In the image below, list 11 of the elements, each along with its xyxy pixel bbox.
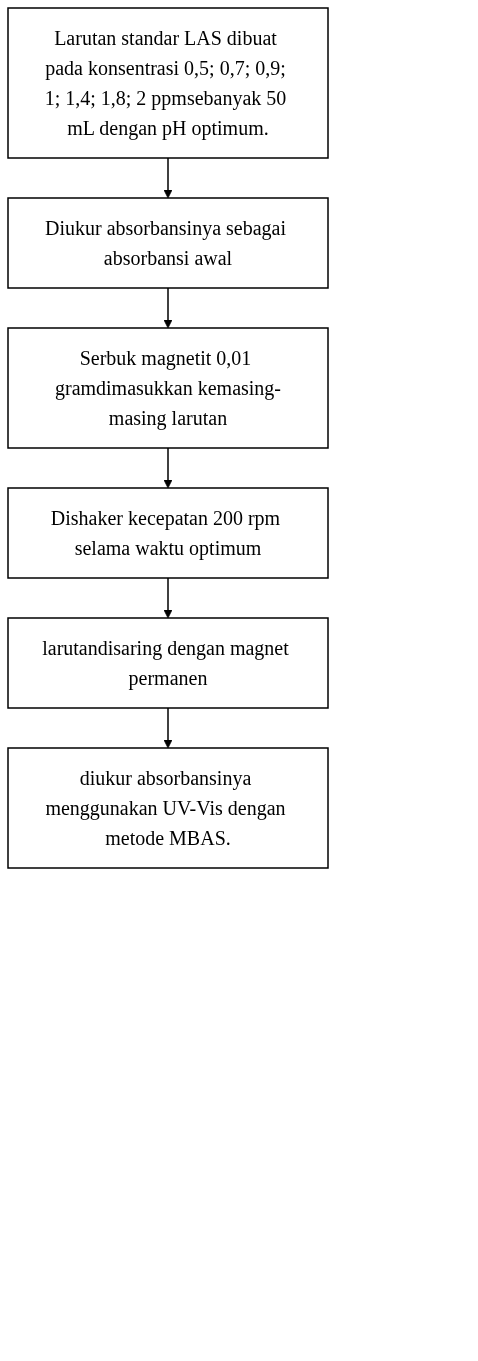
arrow [163, 447, 173, 489]
arrow [163, 157, 173, 199]
arrow [163, 707, 173, 749]
node-box: Dishaker kecepatan 200 rpm selama waktu optimum [7, 487, 329, 579]
node-box: diukur absorbansinya menggunakan UV-Vis dengan metode MBAS. [7, 747, 329, 869]
arrow [163, 287, 173, 329]
node-box: Serbuk magnetit 0,01 gramdimasukkan kemasing-masing larutan [7, 327, 329, 449]
arrow [163, 577, 173, 619]
node-box: larutandisaring dengan magnet permanen [7, 617, 329, 709]
node-box: Larutan standar LAS dibuat pada konsentrasi 0,5; 0,7; 0,9; 1; 1,4; 1,8; 2 ppmsebanyak 50 mL dengan pH optimum. [7, 7, 329, 159]
node-box: Diukur absorbansinya sebagai absorbansi awal [7, 197, 329, 289]
